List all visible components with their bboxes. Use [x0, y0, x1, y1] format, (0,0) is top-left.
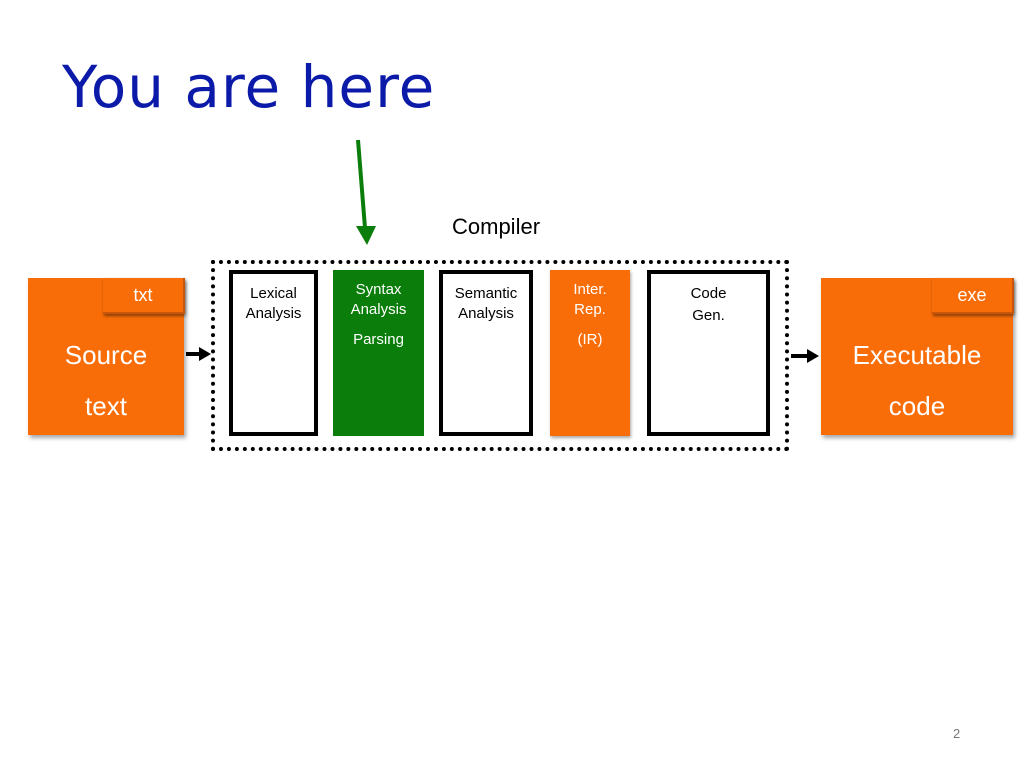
- output-file-line1: Executable: [852, 340, 982, 370]
- stage-label-1: Inter.: [573, 281, 607, 298]
- stage-extra-label: Gen.: [692, 307, 725, 324]
- output-file-badge: exe: [932, 278, 1014, 314]
- stage-label-1: Lexical: [250, 285, 297, 302]
- stage-label-2: Analysis: [245, 305, 302, 322]
- stage-label-2: Analysis: [458, 305, 514, 322]
- stage-extra-label: Parsing: [353, 331, 404, 348]
- stage-label-1: Semantic: [454, 285, 518, 302]
- stage-syntax-analysis: Syntax Analysis Parsing: [333, 270, 424, 436]
- page-title: You are here: [62, 53, 436, 121]
- stage-intermediate-representation: Inter. Rep. (IR): [550, 270, 630, 436]
- stage-label-1: Code: [690, 285, 727, 302]
- source-file-line2: text: [85, 391, 127, 421]
- stage-semantic-analysis: Semantic Analysis: [439, 270, 533, 436]
- stage-label-2: Analysis: [350, 301, 407, 318]
- output-file: exe Executable code: [821, 278, 1014, 435]
- output-file-line2: code: [888, 391, 946, 421]
- source-file-line1: Source: [64, 340, 148, 370]
- source-file-badge: txt: [103, 278, 185, 314]
- compiler-label: Compiler: [452, 214, 541, 239]
- stage-lexical-analysis: Lexical Analysis: [229, 270, 318, 436]
- output-arrow: [791, 349, 819, 363]
- page-number: 2: [953, 726, 961, 741]
- stage-extra-label: (IR): [577, 331, 603, 348]
- compiler-boundary: [211, 260, 789, 451]
- stage-label-1: Syntax: [355, 281, 402, 298]
- source-file: txt Source text: [28, 278, 185, 435]
- input-arrow: [186, 347, 211, 361]
- stage-label-2: Rep.: [574, 301, 606, 318]
- stage-code-generation: Code Gen.: [647, 270, 770, 436]
